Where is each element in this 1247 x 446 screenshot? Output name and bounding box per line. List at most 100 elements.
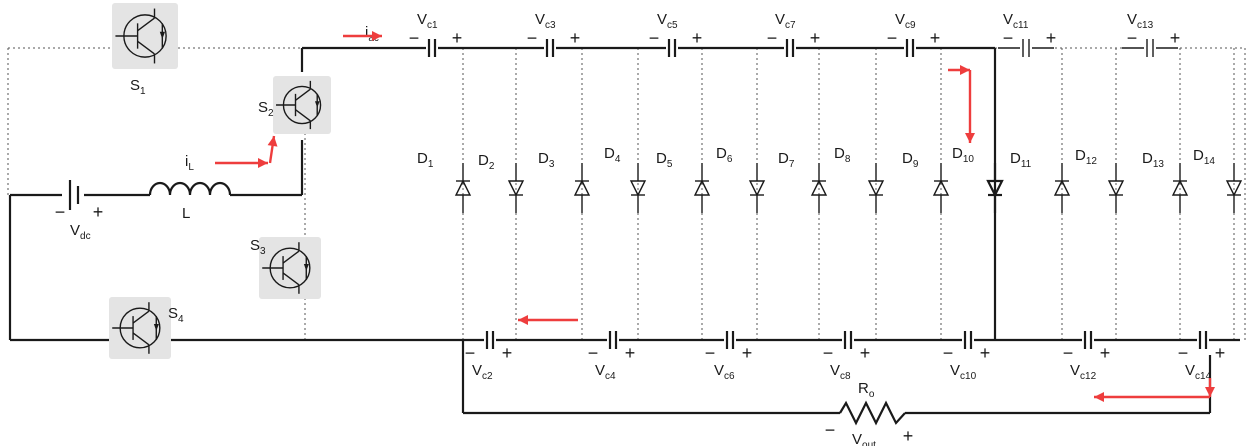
top-cap-minus-7: − bbox=[1127, 28, 1138, 48]
bottom-capacitor-4 bbox=[842, 331, 854, 349]
diode-label-11: D11 bbox=[1010, 150, 1032, 170]
top-cap-minus-4: − bbox=[767, 28, 778, 48]
diode-8 bbox=[867, 163, 885, 213]
bottom-capacitor-6 bbox=[1082, 331, 1094, 349]
switch-s4-label: S4 bbox=[168, 305, 184, 325]
source-minus: − bbox=[55, 202, 66, 222]
top-cap-plus-6: + bbox=[1046, 28, 1057, 48]
top-cap-minus-2: − bbox=[527, 28, 538, 48]
diode-1 bbox=[454, 163, 472, 213]
diode-3 bbox=[573, 163, 591, 213]
bottom-cap-label-2: Vc4 bbox=[595, 362, 616, 382]
top-capacitor-7 bbox=[1144, 39, 1156, 57]
diode-label-10: D10 bbox=[952, 145, 974, 165]
bottom-cap-label-4: Vc8 bbox=[830, 362, 851, 382]
diode-label-5: D5 bbox=[656, 150, 673, 170]
diode-5 bbox=[693, 163, 711, 213]
bottom-cap-minus-4: − bbox=[823, 343, 834, 363]
top-cap-label-6: Vc11 bbox=[1003, 11, 1029, 31]
output-plus: + bbox=[903, 426, 914, 446]
top-cap-label-1: Vc1 bbox=[417, 11, 438, 31]
output-minus: − bbox=[825, 420, 836, 440]
inductor bbox=[148, 181, 232, 196]
top-capacitor-6 bbox=[1020, 39, 1032, 57]
switch-s2-label: S2 bbox=[258, 99, 274, 119]
bottom-cap-minus-3: − bbox=[705, 343, 716, 363]
top-cap-label-4: Vc7 bbox=[775, 11, 796, 31]
diode-4 bbox=[629, 163, 647, 213]
arrow-top-right-horizontal bbox=[948, 65, 970, 75]
arrow-right-down bbox=[1205, 378, 1215, 397]
bottom-cap-minus-5: − bbox=[943, 343, 954, 363]
diode-6 bbox=[748, 163, 766, 213]
diode-label-13: D13 bbox=[1142, 150, 1164, 170]
arrow-il-horizontal bbox=[215, 158, 268, 168]
bottom-cap-label-6: Vc12 bbox=[1070, 362, 1097, 382]
arrow-il-up bbox=[267, 135, 278, 164]
top-cap-plus-1: + bbox=[452, 28, 463, 48]
top-cap-plus-2: + bbox=[570, 28, 581, 48]
diode-label-9: D9 bbox=[902, 150, 919, 170]
diode-label-14: D14 bbox=[1193, 147, 1215, 167]
top-cap-minus-3: − bbox=[649, 28, 660, 48]
top-cap-plus-4: + bbox=[810, 28, 821, 48]
inductor-label: L bbox=[182, 205, 190, 222]
bottom-capacitor-1 bbox=[484, 331, 496, 349]
diode-label-1: D1 bbox=[417, 150, 434, 170]
diode-13 bbox=[1171, 163, 1189, 213]
bottom-cap-label-3: Vc6 bbox=[714, 362, 735, 382]
top-cap-minus-5: − bbox=[887, 28, 898, 48]
diode-label-3: D3 bbox=[538, 150, 555, 170]
arrow-bottom-middle bbox=[518, 315, 578, 325]
switch-s3-label: S3 bbox=[250, 237, 266, 257]
switch-s2 bbox=[273, 76, 331, 134]
bottom-cap-plus-3: + bbox=[742, 343, 753, 363]
top-capacitor-3 bbox=[666, 39, 678, 57]
diode-12 bbox=[1107, 163, 1125, 213]
diode-2 bbox=[507, 163, 525, 213]
bottom-capacitor-7 bbox=[1197, 331, 1209, 349]
top-cap-plus-7: + bbox=[1170, 28, 1181, 48]
bottom-cap-minus-6: − bbox=[1063, 343, 1074, 363]
diode-14 bbox=[1225, 163, 1243, 213]
switch-s1 bbox=[112, 3, 178, 69]
bottom-cap-label-7: Vc14 bbox=[1185, 362, 1212, 382]
top-capacitor-2 bbox=[544, 39, 556, 57]
bottom-cap-minus-2: − bbox=[588, 343, 599, 363]
dashed-guides bbox=[7, 47, 1246, 340]
bottom-capacitor-2 bbox=[607, 331, 619, 349]
output-label: Vout bbox=[852, 431, 876, 446]
components bbox=[68, 3, 1243, 426]
bottom-cap-plus-7: + bbox=[1215, 343, 1226, 363]
bottom-cap-label-5: Vc10 bbox=[950, 362, 977, 382]
arrow-ac-current bbox=[343, 31, 382, 41]
bottom-cap-plus-5: + bbox=[980, 343, 991, 363]
bottom-cap-label-1: Vc2 bbox=[472, 362, 493, 382]
current-arrows bbox=[215, 31, 1215, 402]
arrow-load-return bbox=[1094, 392, 1210, 402]
top-cap-plus-5: + bbox=[930, 28, 941, 48]
top-capacitor-1 bbox=[426, 39, 438, 57]
switch-s1-label: S1 bbox=[130, 77, 146, 97]
diode-11 bbox=[1053, 163, 1071, 213]
bottom-cap-minus-1: − bbox=[465, 343, 476, 363]
top-capacitor-5 bbox=[904, 39, 916, 57]
top-cap-label-2: Vc3 bbox=[535, 11, 556, 31]
switch-s3 bbox=[259, 237, 321, 299]
wiring bbox=[8, 46, 1240, 415]
bottom-cap-minus-7: − bbox=[1178, 343, 1189, 363]
diode-9 bbox=[932, 163, 950, 213]
diode-label-8: D8 bbox=[834, 145, 851, 165]
load-resistor bbox=[839, 400, 906, 426]
bottom-cap-plus-4: + bbox=[860, 343, 871, 363]
diode-label-12: D12 bbox=[1075, 147, 1097, 167]
diode-label-2: D2 bbox=[478, 152, 495, 172]
top-cap-label-7: Vc13 bbox=[1127, 11, 1154, 31]
diode-label-6: D6 bbox=[716, 145, 733, 165]
top-cap-label-5: Vc9 bbox=[895, 11, 916, 31]
load-label: Ro bbox=[858, 380, 875, 400]
bottom-capacitor-5 bbox=[962, 331, 974, 349]
arrow-top-right-down bbox=[965, 70, 975, 143]
top-cap-minus-6: − bbox=[1003, 28, 1014, 48]
diode-label-4: D4 bbox=[604, 145, 621, 165]
